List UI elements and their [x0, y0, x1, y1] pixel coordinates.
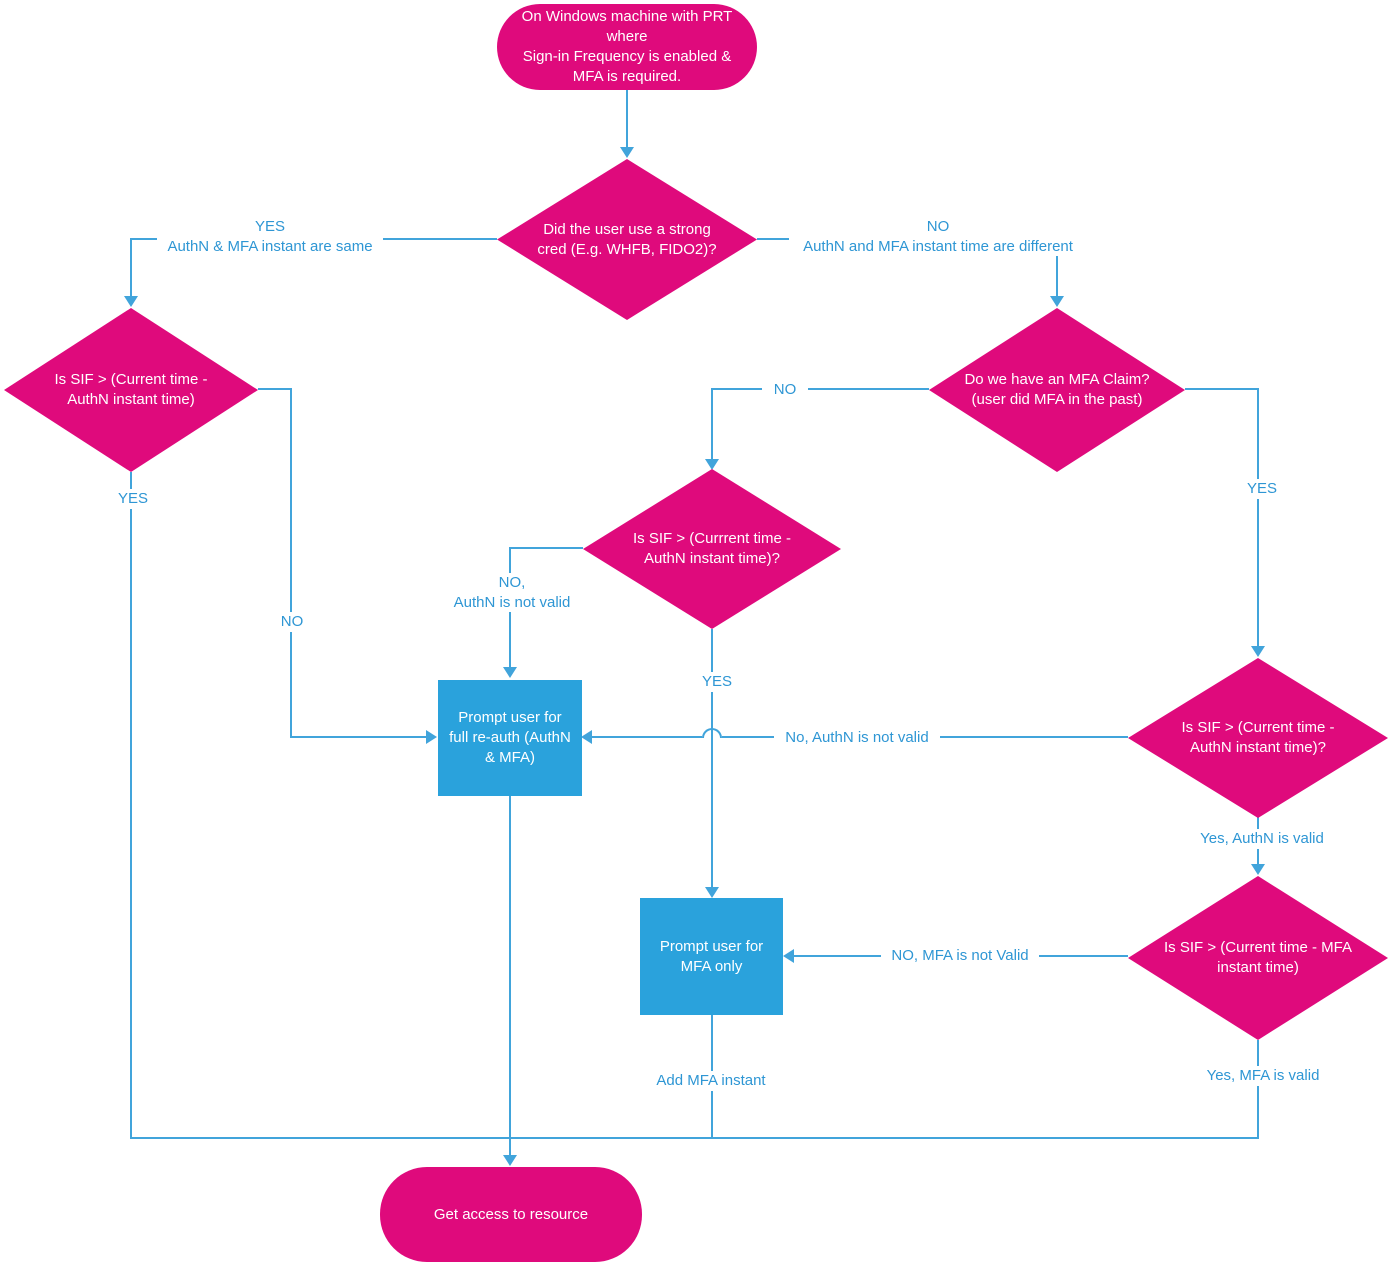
- edge-label-sifmid-yes: YES: [693, 672, 741, 692]
- connector-sifmid-no-h: [510, 547, 583, 549]
- edge-label-strong-yes: YES AuthN & MFA instant are same: [157, 217, 383, 256]
- connector-claim-yes-v: [1257, 388, 1259, 647]
- arrowhead-down-icon: [705, 887, 719, 898]
- connector-sifmfa-yes-v: [1257, 1040, 1259, 1139]
- arrowhead-down-icon: [705, 459, 719, 470]
- connector-strongcred-no-v: [1056, 238, 1058, 297]
- edge-label-sifright-no: No, AuthN is not valid: [774, 728, 940, 748]
- connector-bottom-rail: [130, 1137, 1259, 1139]
- arrowhead-down-icon: [620, 147, 634, 158]
- arrowhead-down-icon: [1251, 646, 1265, 657]
- edge-label-sifright-yes: Yes, AuthN is valid: [1190, 829, 1334, 849]
- decision-sif-authn-left: Is SIF > (Current time - AuthN instant t…: [4, 308, 258, 472]
- arrowhead-left-icon: [783, 949, 794, 963]
- connector-claim-no-v: [711, 388, 713, 460]
- connector-sifleft-yes: [130, 472, 132, 1139]
- connector-sifleft-no-h2: [290, 736, 427, 738]
- edge-label-sifmid-no: NO, AuthN is not valid: [434, 573, 590, 612]
- end-terminator: Get access to resource: [380, 1167, 642, 1262]
- decision-sif-authn-right: Is SIF > (Current time - AuthN instant t…: [1128, 658, 1388, 818]
- arrowhead-down-icon: [124, 296, 138, 307]
- arrowhead-down-icon: [1050, 296, 1064, 307]
- start-terminator: On Windows machine with PRT where Sign-i…: [497, 4, 757, 90]
- edge-label-claim-no: NO: [762, 380, 808, 400]
- connector-sifmid-yes-v: [711, 629, 713, 888]
- connector-sifright-no-h1: [592, 736, 702, 738]
- arrowhead-down-icon: [503, 667, 517, 678]
- connector-reauth-to-end: [509, 796, 511, 1156]
- edge-label-strong-no: NO AuthN and MFA instant time are differ…: [789, 217, 1087, 256]
- edge-label-sifmfa-no: NO, MFA is not Valid: [881, 946, 1039, 966]
- edge-label-sifleft-yes: YES: [110, 489, 156, 509]
- edge-label-sifmfa-yes: Yes, MFA is valid: [1197, 1066, 1329, 1086]
- edge-label-sifleft-no: NO: [269, 612, 315, 632]
- line-jump-arc: [702, 728, 722, 738]
- arrowhead-right-icon: [426, 730, 437, 744]
- process-full-reauth: Prompt user for full re-auth (AuthN & MF…: [438, 680, 582, 796]
- connector-claim-no-h: [712, 388, 929, 390]
- process-mfa-only: Prompt user for MFA only: [640, 898, 783, 1015]
- decision-sif-authn-mid: Is SIF > (Currrent time - AuthN instant …: [583, 469, 841, 629]
- connector-start-to-strongcred: [626, 90, 628, 148]
- edge-label-add-mfa-instant: Add MFA instant: [647, 1071, 775, 1091]
- arrowhead-down-icon: [503, 1155, 517, 1166]
- decision-mfa-claim: Do we have an MFA Claim? (user did MFA i…: [929, 308, 1185, 472]
- connector-strongcred-yes-v: [130, 238, 132, 297]
- arrowhead-down-icon: [1251, 864, 1265, 875]
- decision-sif-mfa: Is SIF > (Current time - MFA instant tim…: [1128, 876, 1388, 1040]
- decision-strong-cred: Did the user use a strong cred (E.g. WHF…: [497, 159, 757, 320]
- connector-sifleft-no-h1: [258, 388, 292, 390]
- arrowhead-left-icon: [581, 730, 592, 744]
- connector-sifleft-no-v: [290, 388, 292, 738]
- connector-claim-yes-h: [1185, 388, 1259, 390]
- edge-label-claim-yes: YES: [1237, 479, 1287, 499]
